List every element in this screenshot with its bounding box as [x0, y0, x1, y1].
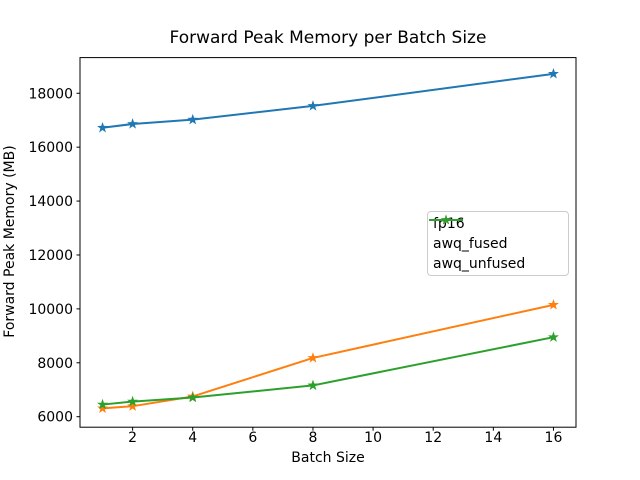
x-tick-label: 10 [364, 430, 382, 446]
data-point-marker [127, 395, 139, 407]
series-markers-fp16 [97, 68, 559, 133]
data-point-marker [307, 379, 319, 391]
x-tick-label: 6 [248, 430, 257, 446]
data-point-marker [307, 100, 319, 111]
data-point-marker [127, 400, 139, 411]
series-line-awq_unfused [101, 336, 555, 406]
series-markers-awq_fused [97, 299, 559, 414]
y-tick-label: 18000 [28, 86, 73, 102]
y-tick-label: 12000 [28, 248, 73, 264]
data-point-marker [547, 68, 559, 79]
data-point-marker [187, 391, 199, 403]
data-point-marker [97, 121, 109, 133]
data-point-marker [97, 398, 109, 410]
series-line-awq_fused [101, 303, 555, 410]
data-point-marker [97, 402, 109, 414]
data-point-marker [547, 331, 559, 342]
data-point-marker [127, 118, 139, 129]
legend-label: awq_fused [433, 236, 508, 252]
data-point-marker [547, 299, 559, 310]
x-tick-label: 16 [545, 430, 563, 446]
y-tick-label: 16000 [28, 140, 73, 156]
legend-label: awq_unfused [433, 256, 526, 272]
x-tick-label: 12 [424, 430, 442, 446]
legend-line-sample [429, 214, 463, 225]
data-point-marker [187, 113, 199, 125]
x-tick-label: 14 [484, 430, 502, 446]
x-axis-label: Batch Size [291, 450, 365, 466]
chart-title: Forward Peak Memory per Batch Size [169, 28, 487, 48]
x-tick-label: 8 [309, 430, 318, 446]
y-tick-label: 14000 [28, 194, 73, 210]
x-tick-label: 2 [128, 430, 137, 446]
x-tick-label: 4 [188, 430, 197, 446]
y-axis-label: Forward Peak Memory (MB) [2, 145, 18, 338]
y-tick-label: 6000 [37, 410, 73, 426]
data-point-marker [307, 352, 319, 363]
y-tick-label: 10000 [28, 302, 73, 318]
legend-item-awq_unfused: awq_unfused [429, 214, 562, 274]
star-marker-icon [441, 214, 451, 225]
axes-border [79, 57, 577, 428]
series-markers-awq_unfused [97, 331, 559, 410]
y-tick-label: 8000 [37, 356, 73, 372]
legend-item-awq_fused: awq_fused [429, 214, 562, 254]
series-line-fp16 [101, 72, 555, 129]
